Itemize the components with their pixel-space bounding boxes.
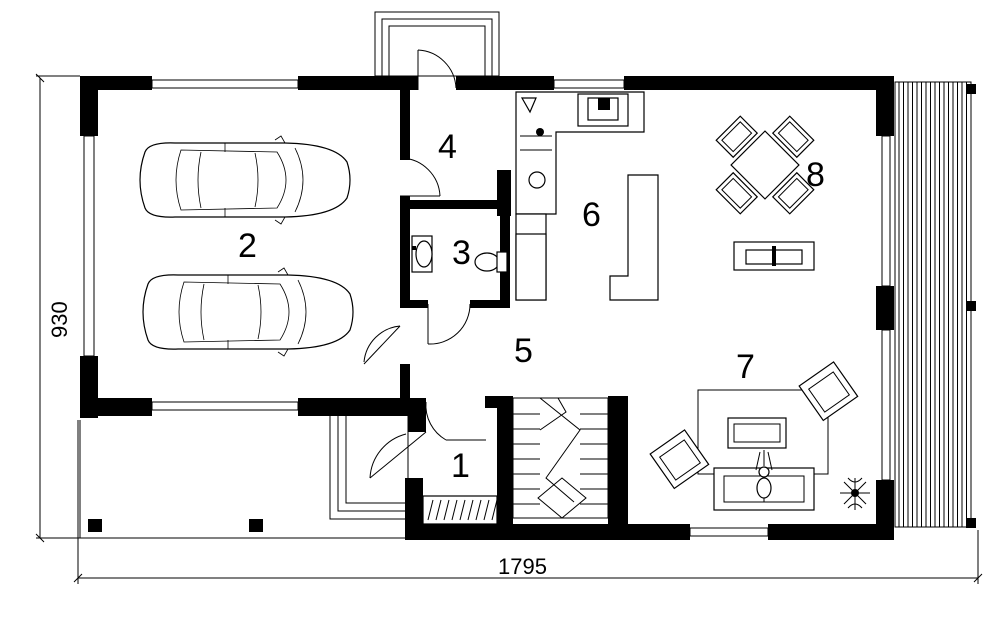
- doors: [363, 49, 486, 479]
- back-porch: [374, 11, 500, 77]
- garage-walls: [80, 76, 426, 418]
- room-number-1: 1: [451, 447, 470, 485]
- car-top: [139, 135, 351, 225]
- fireplace: [733, 241, 815, 271]
- living-area: [649, 361, 870, 511]
- hall-wardrobe: [422, 495, 498, 525]
- toilet: [474, 251, 508, 273]
- room-number-3: 3: [452, 234, 471, 272]
- dimension-lines: [35, 73, 983, 584]
- room-number-8: 8: [806, 156, 825, 194]
- car-bottom: [142, 267, 354, 357]
- room-number-7: 7: [736, 348, 755, 386]
- dining-table: [715, 115, 815, 215]
- staircase: [512, 397, 609, 519]
- kitchen-island: [609, 174, 659, 301]
- front-porch: [79, 414, 409, 538]
- terrace-deck: [894, 81, 976, 528]
- washbasin: [411, 235, 433, 273]
- room-number-2: 2: [238, 227, 257, 265]
- room-number-6: 6: [582, 196, 601, 234]
- height-dimension-label: 930: [47, 301, 72, 338]
- room-number-4: 4: [438, 128, 457, 166]
- room-number-5: 5: [514, 332, 533, 370]
- width-dimension-label: 1795: [498, 554, 547, 579]
- kitchen-counter: [515, 91, 645, 301]
- house-walls: [405, 76, 894, 540]
